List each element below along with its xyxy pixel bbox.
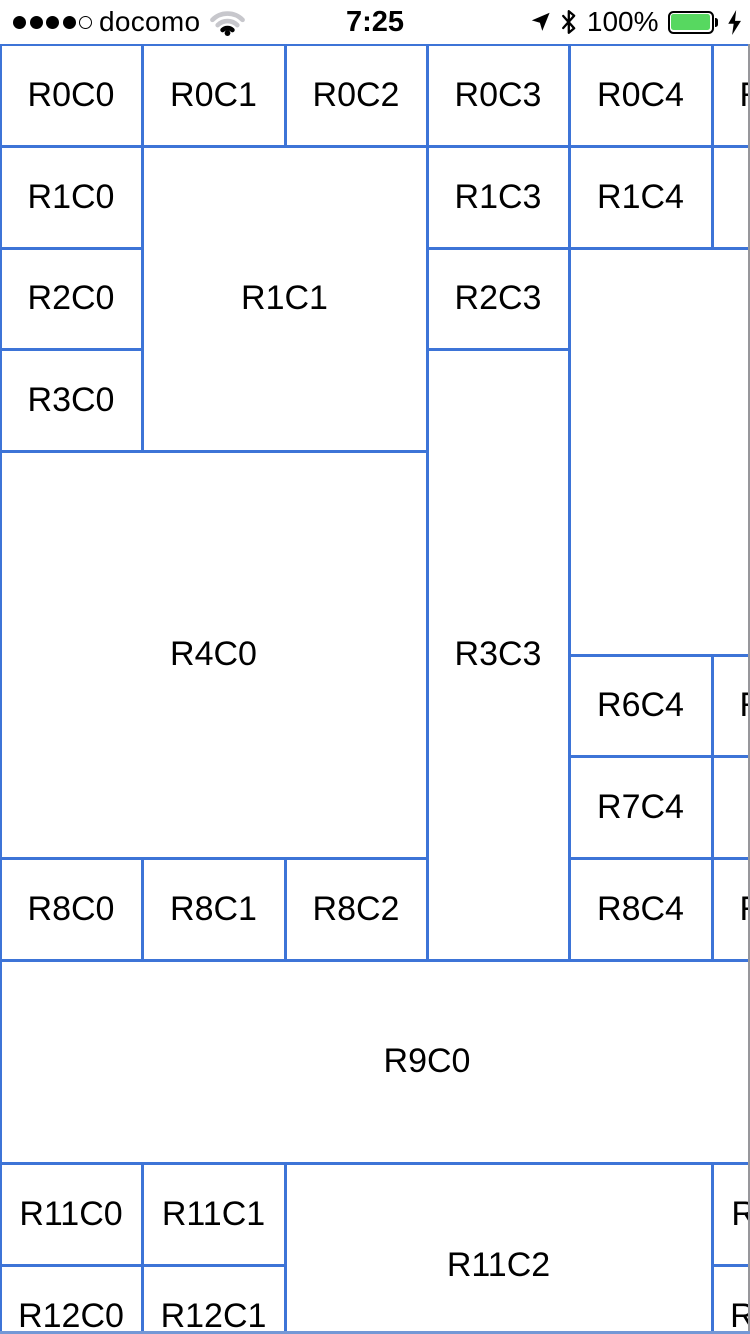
- cell-R1C1[interactable]: R1C1: [140, 144, 429, 453]
- charging-bolt-icon: [728, 9, 741, 35]
- cell-R11C2[interactable]: R11C2: [283, 1161, 714, 1334]
- cell-label: R11C5: [731, 1194, 750, 1233]
- status-bar-right: 100%: [531, 6, 750, 38]
- cell-label: R8C4: [597, 889, 684, 928]
- battery-percent: 100%: [586, 6, 659, 37]
- cell-label: R7C4: [597, 787, 684, 826]
- cell-unlabeled[interactable]: [567, 246, 750, 657]
- cell-R3C0[interactable]: R3C0: [0, 347, 144, 453]
- cell-R0C2[interactable]: R0C2: [283, 42, 429, 148]
- cell-R6C5[interactable]: R6C5: [710, 653, 750, 758]
- cell-label: R1C1: [241, 279, 328, 317]
- cell-R4C0[interactable]: R4C0: [0, 449, 429, 860]
- wifi-icon: [210, 11, 246, 36]
- signal-dots-icon: [13, 15, 92, 29]
- cell-label: R12C0: [18, 1296, 124, 1334]
- cell-R2C3[interactable]: R2C3: [425, 246, 571, 351]
- battery-icon: [667, 10, 718, 34]
- cell-R0C4[interactable]: R0C4: [567, 42, 714, 148]
- cell-R12C0[interactable]: R12C0: [0, 1263, 144, 1334]
- cell-label: R0C2: [312, 75, 400, 114]
- cell-label: R0C1: [170, 75, 257, 114]
- cell-label: R8C1: [170, 889, 257, 928]
- cell-R1C0[interactable]: R1C0: [0, 144, 144, 250]
- cell-R1C3[interactable]: R1C3: [425, 144, 571, 250]
- carrier-label: docomo: [99, 6, 201, 37]
- cell-R0C3[interactable]: R0C3: [425, 42, 571, 148]
- cell-label: R0C0: [27, 75, 115, 114]
- cell-R1C4[interactable]: R1C4: [567, 144, 714, 250]
- cell-R8C2[interactable]: R8C2: [283, 856, 429, 962]
- cell-label: R11C1: [161, 1194, 266, 1233]
- cell-label: R1C3: [454, 177, 542, 216]
- cell-label: R8C0: [27, 889, 115, 928]
- cell-R11C0[interactable]: R11C0: [0, 1161, 144, 1267]
- cell-R12C5[interactable]: R12C5: [710, 1263, 750, 1334]
- signal-dot: [13, 15, 26, 29]
- status-bar-left: docomo: [0, 6, 246, 38]
- cell-label: R12C1: [160, 1296, 267, 1334]
- right-edge-line: [748, 44, 750, 1334]
- cell-unlabeled[interactable]: [710, 754, 750, 860]
- cell-label: R0C4: [597, 75, 684, 114]
- bluetooth-icon: [561, 10, 576, 34]
- cell-R8C5[interactable]: R8C5: [710, 856, 750, 962]
- cell-label: R9C0: [383, 1042, 471, 1080]
- cell-R0C0[interactable]: R0C0: [0, 42, 144, 148]
- cell-R9C0[interactable]: R9C0: [0, 958, 750, 1165]
- cell-R6C4[interactable]: R6C4: [567, 653, 714, 758]
- cell-label: R1C4: [597, 177, 684, 216]
- cell-label: R3C0: [27, 380, 115, 419]
- cell-label: R8C5: [740, 890, 750, 929]
- cell-label: R2C0: [27, 279, 115, 317]
- cell-label: R11C2: [446, 1245, 551, 1284]
- cell-label: R4C0: [170, 635, 257, 673]
- signal-dot: [29, 15, 43, 29]
- cell-label: R0C3: [454, 75, 542, 114]
- cell-label: R0C5: [740, 76, 750, 115]
- cell-label: R6C5: [740, 686, 750, 725]
- cell-R8C4[interactable]: R8C4: [567, 856, 714, 962]
- cell-R8C0[interactable]: R8C0: [0, 856, 144, 962]
- cell-label: R12C5: [730, 1296, 750, 1334]
- cell-label: R11C0: [19, 1194, 123, 1233]
- status-bar: docomo 7:25 100%: [0, 0, 750, 44]
- signal-dot: [46, 15, 59, 29]
- cell-R12C1[interactable]: R12C1: [140, 1263, 287, 1334]
- battery-fill: [671, 14, 710, 30]
- signal-dot: [79, 15, 92, 29]
- cell-R11C1[interactable]: R11C1: [140, 1161, 287, 1267]
- cell-unlabeled[interactable]: [710, 144, 750, 250]
- cell-label: R8C2: [312, 889, 400, 928]
- cell-label: R3C3: [454, 635, 542, 673]
- bottom-edge-line: [0, 1331, 750, 1334]
- battery-nub: [715, 17, 718, 27]
- cell-R7C4[interactable]: R7C4: [567, 754, 714, 860]
- cell-R0C5[interactable]: R0C5: [710, 42, 750, 148]
- cell-R8C1[interactable]: R8C1: [140, 856, 287, 962]
- cell-R3C3[interactable]: R3C3: [425, 347, 571, 962]
- cell-label: R6C4: [597, 686, 684, 724]
- cell-R11C5[interactable]: R11C5: [710, 1161, 750, 1267]
- cell-label: R1C0: [27, 177, 115, 216]
- cell-R2C0[interactable]: R2C0: [0, 246, 144, 351]
- cell-label: R2C3: [454, 279, 542, 317]
- signal-dot: [62, 15, 76, 29]
- location-arrow-icon: [531, 12, 550, 31]
- cell-R0C1[interactable]: R0C1: [140, 42, 287, 148]
